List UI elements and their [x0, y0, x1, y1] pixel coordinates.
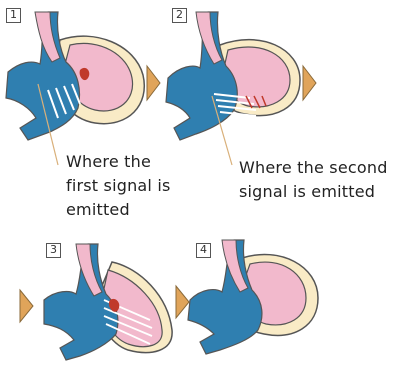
- step-number-4: 4: [196, 243, 211, 258]
- next-step-arrow-4: [176, 286, 189, 318]
- step-number-1: 1: [6, 8, 21, 23]
- second-signal-caption-line-1: Where the second: [239, 156, 388, 180]
- heart-illustration-3: [44, 244, 172, 360]
- first-signal-caption-line-2: first signal is: [66, 174, 171, 198]
- second-signal-caption-line-2: signal is emitted: [239, 180, 388, 204]
- second-signal-caption: Where the second signal is emitted: [239, 156, 388, 204]
- heart-illustration-1: [6, 12, 144, 140]
- next-step-arrow-1: [147, 66, 160, 100]
- first-signal-caption-line-3: emitted: [66, 198, 171, 222]
- step-number-2: 2: [172, 8, 187, 23]
- first-signal-caption: Where the first signal is emitted: [66, 150, 171, 222]
- next-step-arrow-2: [303, 66, 316, 100]
- next-step-arrow-3: [20, 290, 33, 322]
- step-number-3: 3: [46, 243, 61, 258]
- heart-illustration-2: [166, 12, 300, 140]
- first-signal-caption-line-1: Where the: [66, 150, 171, 174]
